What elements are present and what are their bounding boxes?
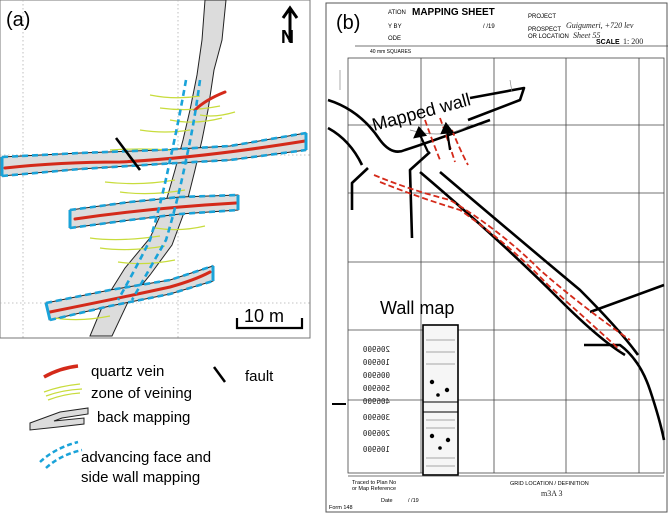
- header-project: PROJECT: [528, 14, 556, 20]
- legend-advancing-label-2: side wall mapping: [81, 469, 200, 486]
- form-number: Form 148: [329, 505, 353, 511]
- panel-b: (b) MAPPING SHEET ATION Y BY / /19 ODE P…: [325, 2, 668, 513]
- wall-value: 106900: [362, 445, 390, 454]
- footer-date: Date: [381, 498, 393, 504]
- header-prospect: PROSPECT: [528, 27, 561, 33]
- wall-value: 306900: [362, 413, 390, 422]
- header-scale-value: 1: 200: [623, 37, 643, 46]
- panel-b-frame: [325, 2, 668, 513]
- legend-advancing-face-symbol: [39, 440, 83, 469]
- legend-fault-label: fault: [245, 368, 274, 385]
- legend-fault-symbol: [212, 366, 227, 383]
- footer-traced: Traced to Plan No: [352, 480, 396, 486]
- mapped-wall-arrows: [413, 121, 455, 153]
- handwritten-location: Sheet 55: [573, 31, 600, 40]
- legend-quartz-symbol: [43, 364, 79, 379]
- footer-date-mark: / /19: [408, 498, 419, 504]
- wall-value: 006900: [362, 371, 390, 380]
- wall-values: 206900 106900 006900 506900 406900 30690…: [362, 345, 390, 454]
- drift-main: [89, 0, 227, 337]
- squares-label: 40 mm SQUARES: [370, 49, 412, 55]
- legend-veining-label: zone of veining: [91, 385, 192, 402]
- legend: quartz vein zone of veining fault back m…: [29, 363, 274, 486]
- legend-quartz-label: quartz vein: [91, 363, 164, 380]
- wall-value: 506900: [362, 384, 390, 393]
- legend-veining-symbol: [43, 383, 83, 401]
- panel-a: N (a) 10 m: [0, 0, 311, 339]
- north-arrow-icon: [281, 5, 299, 42]
- wall-value: 106900: [362, 358, 390, 367]
- panel-b-label: (b): [336, 12, 360, 34]
- header-ode: ODE: [388, 36, 401, 42]
- legend-advancing-label-1: advancing face and: [81, 449, 211, 466]
- scale-label: 10 m: [244, 306, 284, 326]
- header-or-location: OR LOCATION: [528, 34, 569, 40]
- footer-grid-value: m3A 3: [541, 489, 563, 498]
- legend-back-mapping-symbol: [29, 407, 89, 431]
- face-ticks: [0, 133, 308, 321]
- advancing-face-lines: [1, 79, 307, 322]
- header-by: Y BY: [388, 24, 402, 30]
- wall-value: 406900: [362, 397, 390, 406]
- header-scale: SCALE: [596, 39, 620, 46]
- mapping-grid: [347, 57, 665, 474]
- handwritten-project: Guigumeri, +720 lev: [566, 21, 634, 30]
- scale-bar: [235, 318, 304, 330]
- wall-value: 206900: [362, 345, 390, 354]
- north-label: N: [281, 27, 294, 47]
- wall-map-label: Wall map: [380, 298, 454, 318]
- legend-back-mapping-label: back mapping: [97, 409, 190, 426]
- header-station: ATION: [388, 10, 406, 16]
- quartz-veins: [3, 90, 307, 314]
- wall-map-column: [422, 324, 459, 476]
- fault-line: [114, 137, 142, 171]
- panel-a-label: (a): [6, 9, 30, 31]
- footer-map-ref: or Map Reference: [352, 486, 396, 492]
- footer-grid: GRID LOCATION / DEFINITION: [510, 481, 589, 487]
- sheet-title: MAPPING SHEET: [412, 7, 495, 18]
- header-date-mark: / /19: [483, 24, 495, 30]
- wall-value: 206900: [362, 429, 390, 438]
